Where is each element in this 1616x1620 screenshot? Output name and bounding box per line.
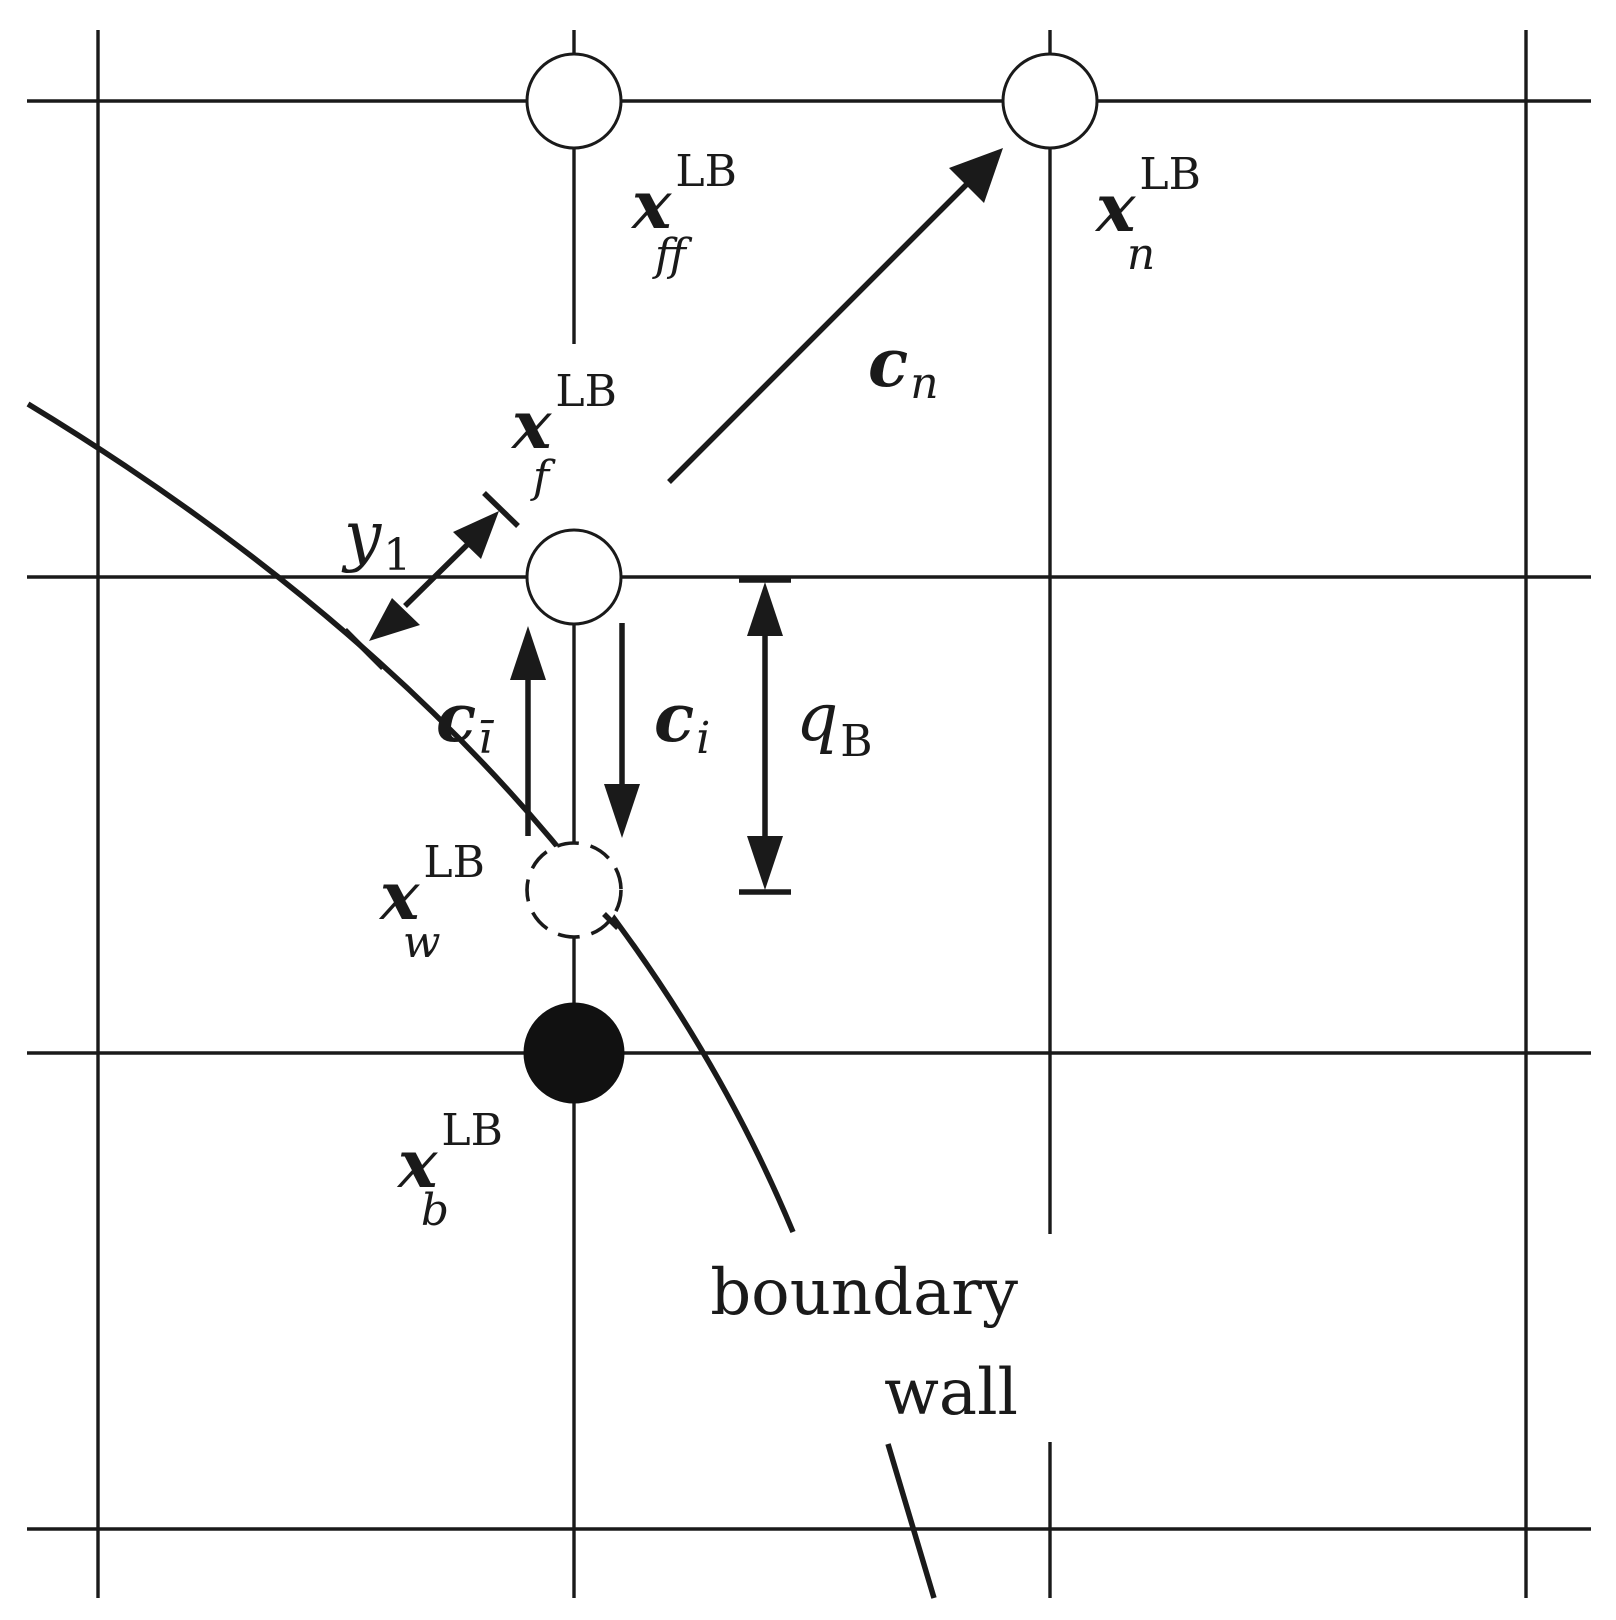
label-c-ibar: cī [436,679,494,764]
lattice-grid [27,30,1591,1598]
wall-crossing-tick [602,912,620,930]
label-boundary: boundary [710,1256,1018,1330]
label-y-1: y1 [341,497,411,581]
boundary-wall-curve [26,401,796,1234]
label-q-b: qB [796,679,873,767]
node-x-ff [525,52,623,150]
label-wall: wall [884,1356,1018,1430]
arrow-c-ibar [510,626,546,836]
node-x-n [1001,52,1099,150]
label-c-i: ci [654,679,710,764]
arrow-c-i [604,623,640,838]
boundary-wall-curve-lower [885,1443,937,1599]
dimension-q-b [739,577,791,895]
label-c-n: cn [868,324,939,409]
node-x-b [523,1002,625,1104]
node-x-f [525,528,623,626]
arrow-c-n [667,148,1003,484]
node-x-w [525,841,623,939]
dimension-y-1 [343,491,520,670]
